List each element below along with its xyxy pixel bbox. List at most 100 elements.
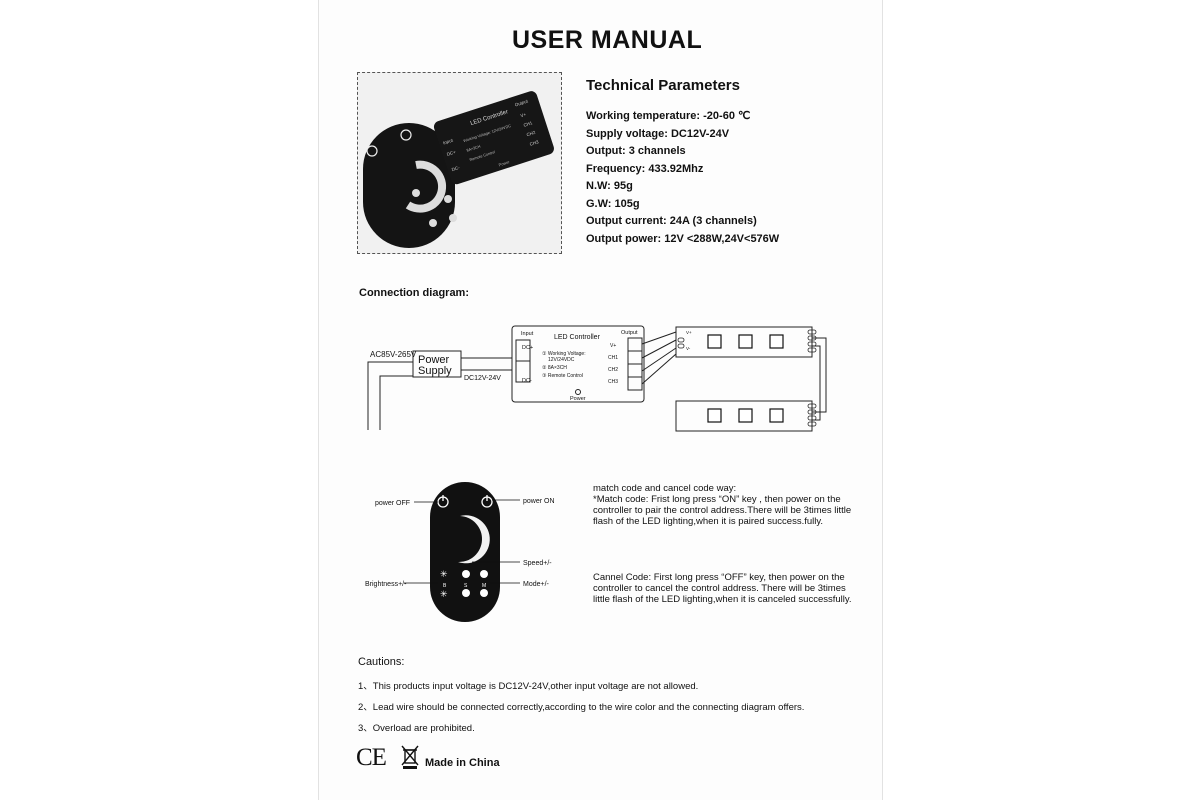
mains-wire-live bbox=[367, 361, 413, 430]
manual-title: USER MANUAL bbox=[512, 26, 703, 54]
controller-ch1: CH1 bbox=[608, 355, 618, 361]
caution-item-2: 2、Lead wire should be connected correctl… bbox=[358, 702, 805, 713]
product-photo: LED Controller Input DC+ DC- Working Vol… bbox=[357, 72, 562, 254]
caution-item-3: 3、Overload are prohibited. bbox=[358, 723, 475, 734]
speed-label: Speed+/- bbox=[523, 560, 552, 567]
photo-input-label: Input bbox=[442, 137, 454, 145]
power-on-label: power ON bbox=[523, 498, 555, 505]
made-in-china: Made in China bbox=[425, 757, 500, 769]
product-photo-illustration: LED Controller Input DC+ DC- Working Vol… bbox=[363, 91, 554, 248]
mode-label: Mode+/- bbox=[523, 581, 550, 588]
controller-power-indicator bbox=[575, 389, 581, 395]
controller-dc-minus: DC- bbox=[522, 378, 532, 384]
photo-spec-2: 8A×3CH bbox=[466, 144, 481, 152]
strip-v-plus: V+ bbox=[686, 330, 692, 335]
param-gross-weight: G.W: 105g bbox=[586, 197, 640, 210]
speed-up-key bbox=[462, 570, 470, 578]
psu-label-line2: Supply bbox=[418, 365, 452, 377]
ce-mark-icon: CE bbox=[356, 744, 387, 771]
brightness-down-icon: ✳ bbox=[440, 589, 448, 599]
connection-diagram: AC85V-265V Power Supply DC12V-24V Input … bbox=[367, 325, 827, 432]
param-output-power: Output power: 12V <288W,24V<576W bbox=[586, 232, 780, 245]
cancel-code-line-1: Cannel Code: First long press “OFF” key,… bbox=[593, 572, 845, 583]
output-wire-2 bbox=[641, 339, 677, 359]
brightness-label: Brightness+/- bbox=[365, 581, 407, 588]
strip-link-wire-2 bbox=[812, 345, 821, 421]
controller-input-label: Input bbox=[521, 331, 534, 337]
photo-remote-key bbox=[444, 195, 452, 203]
photo-remote-off-icon bbox=[366, 145, 378, 157]
remote-diagram: ✳ ✳ B S M power OFF power ON Speed+/- Br… bbox=[365, 482, 555, 622]
speed-down-key bbox=[462, 589, 470, 597]
key-m-label: M bbox=[482, 583, 486, 589]
led-chip bbox=[707, 334, 722, 349]
code-intro: match code and cancel code way: bbox=[593, 483, 737, 494]
controller-spec-2: ② 8A×3CH bbox=[542, 365, 567, 371]
photo-remote-key bbox=[429, 219, 437, 227]
controller-spec-1: ① Working Voltage: bbox=[542, 351, 586, 357]
mains-wire-neutral bbox=[379, 375, 413, 430]
photo-remote-body bbox=[363, 123, 455, 248]
power-off-label: power OFF bbox=[375, 500, 410, 507]
cancel-code-line-2: controller to cancel the control address… bbox=[593, 583, 846, 594]
controller-ch3: CH3 bbox=[608, 379, 618, 385]
photo-output-label: Output bbox=[514, 98, 529, 107]
mode-down-key bbox=[480, 589, 488, 597]
tech-params-list: Working temperature: -20-60 ℃ Supply vol… bbox=[586, 108, 779, 248]
param-supply-voltage: Supply voltage: DC12V-24V bbox=[586, 127, 730, 140]
output-wire-4 bbox=[641, 353, 677, 385]
param-frequency: Frequency: 433.92Mhz bbox=[586, 162, 704, 175]
cancel-code-instructions: Cannel Code: First long press “OFF” key,… bbox=[593, 572, 852, 605]
controller-box bbox=[511, 325, 645, 403]
output-wire-1 bbox=[641, 331, 677, 345]
controller-spec-1b: 12V/24VDC bbox=[548, 357, 575, 363]
led-chip bbox=[769, 408, 784, 423]
code-instructions: match code and cancel code way: *Match c… bbox=[593, 483, 851, 527]
controller-output-label: Output bbox=[621, 330, 638, 336]
connection-heading: Connection diagram: bbox=[359, 287, 470, 299]
led-chip bbox=[769, 334, 784, 349]
ac-voltage-label: AC85V-265V bbox=[370, 350, 417, 359]
psu-label-line1: Power bbox=[418, 354, 450, 366]
photo-ch2: CH2 bbox=[526, 130, 537, 138]
brightness-up-icon: ✳ bbox=[440, 569, 448, 579]
strip-link-wire-1 bbox=[812, 337, 827, 413]
cautions-section: Cautions: 1、This products input voltage … bbox=[358, 656, 804, 734]
photo-power-label: Power bbox=[498, 159, 511, 167]
led-chip bbox=[707, 408, 722, 423]
match-code-line-2: controller to pair the control address.T… bbox=[593, 505, 852, 516]
controller-power-label: Power bbox=[570, 396, 586, 402]
param-output-current: Output current: 24A (3 channels) bbox=[586, 215, 757, 227]
match-code-line-1: *Match code: Frist long press “ON” key ,… bbox=[593, 494, 841, 505]
photo-dc-plus: DC+ bbox=[446, 149, 457, 157]
tech-heading: Technical Parameters bbox=[586, 77, 740, 94]
controller-title: LED Controller bbox=[554, 334, 601, 341]
led-chip bbox=[738, 334, 753, 349]
photo-v-plus: V+ bbox=[520, 112, 527, 119]
mode-up-key bbox=[480, 570, 488, 578]
photo-remote-key bbox=[449, 214, 457, 222]
controller-spec-3: ③ Remote Control bbox=[542, 373, 583, 379]
touch-wheel bbox=[458, 515, 490, 564]
controller-ch2: CH2 bbox=[608, 367, 618, 373]
cautions-heading: Cautions: bbox=[358, 656, 405, 668]
strip-v-minus: V- bbox=[686, 346, 691, 351]
photo-dc-minus: DC- bbox=[451, 165, 461, 172]
photo-remote-on-icon bbox=[400, 129, 412, 141]
photo-ch3: CH3 bbox=[529, 139, 540, 147]
dc-voltage-label: DC12V-24V bbox=[464, 375, 501, 382]
remote-body bbox=[430, 482, 500, 622]
key-s-label: S bbox=[464, 583, 468, 589]
param-output: Output: 3 channels bbox=[586, 145, 686, 157]
param-net-weight: N.W: 95g bbox=[586, 180, 633, 192]
photo-remote-key bbox=[412, 189, 420, 197]
caution-item-1: 1、This products input voltage is DC12V-2… bbox=[358, 681, 699, 692]
cancel-code-line-3: little flash of the LED lighting,when it… bbox=[593, 594, 852, 605]
photo-ch1: CH1 bbox=[523, 120, 534, 128]
photo-remote-wheel bbox=[405, 160, 447, 213]
power-supply-box bbox=[412, 350, 462, 378]
output-wire-3 bbox=[641, 347, 677, 372]
photo-controller: LED Controller Input DC+ DC- Working Vol… bbox=[433, 91, 554, 185]
match-code-line-3: flash of the LED lighting,when it is pai… bbox=[593, 516, 824, 527]
param-working-temperature: Working temperature: -20-60 ℃ bbox=[586, 110, 751, 122]
